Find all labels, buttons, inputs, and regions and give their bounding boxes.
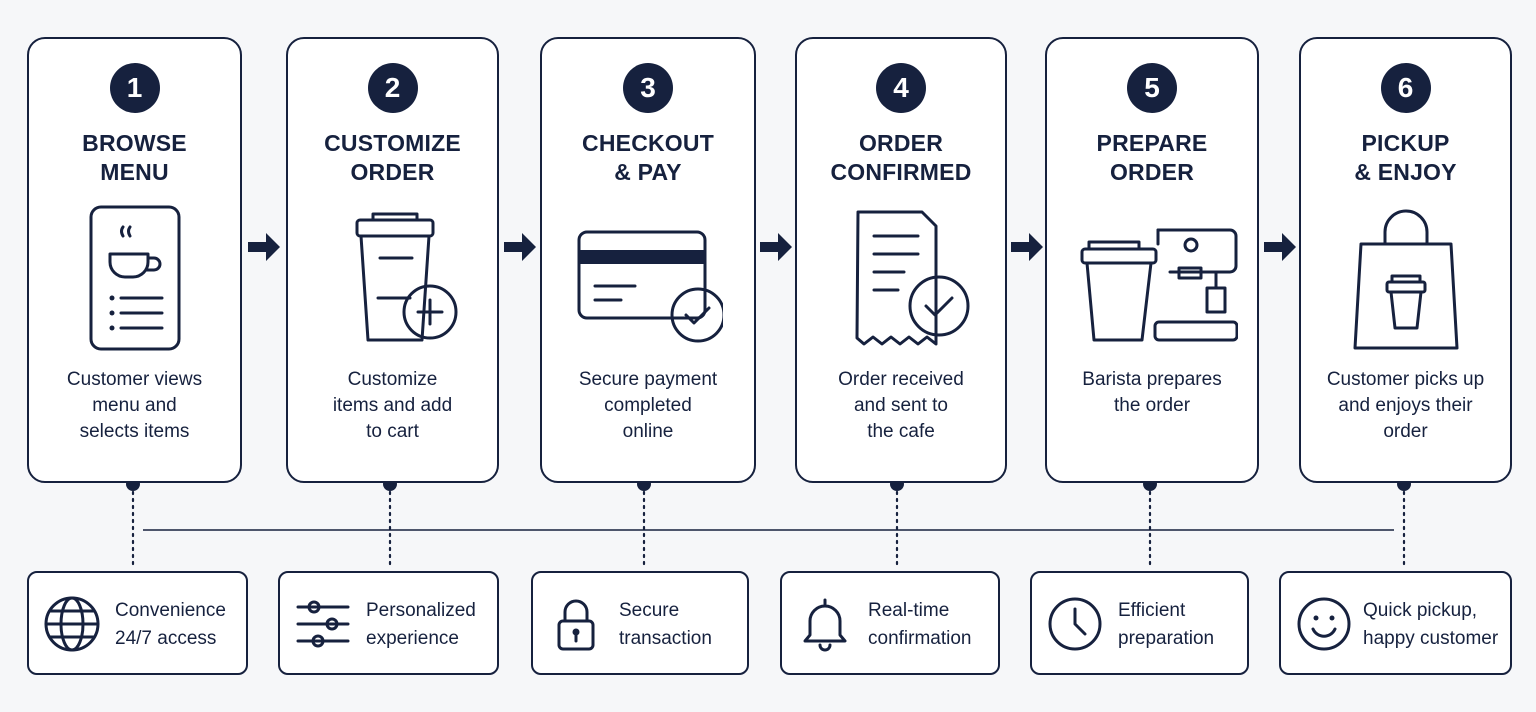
step-title: CHECKOUT& PAY bbox=[582, 130, 714, 185]
arrow-right-icon bbox=[760, 233, 792, 261]
step-number-badge: 5 bbox=[1127, 63, 1177, 113]
clock-icon bbox=[1048, 597, 1102, 651]
phone-menu-icon bbox=[89, 205, 180, 351]
credit-card-check-icon bbox=[577, 230, 723, 343]
arrow-right-icon bbox=[1264, 233, 1296, 261]
benefit-card-quick-pickup: Quick pickup,happy customer bbox=[1279, 571, 1512, 675]
arrow-right-icon bbox=[1011, 233, 1043, 261]
arrow-right-icon bbox=[504, 233, 536, 261]
arrow-right-icon bbox=[248, 233, 280, 261]
sliders-icon bbox=[296, 600, 350, 648]
step-number-badge: 6 bbox=[1380, 63, 1431, 113]
globe-icon bbox=[44, 596, 100, 652]
smiley-icon bbox=[1297, 597, 1351, 651]
step-number-badge: 2 bbox=[367, 63, 418, 113]
step-title: PICKUP& ENJOY bbox=[1354, 130, 1457, 185]
step-number-badge: 4 bbox=[876, 63, 926, 113]
shopping-bag-icon bbox=[1353, 209, 1458, 350]
receipt-check-icon bbox=[855, 210, 970, 346]
benefit-text: Quick pickup,happy customer bbox=[1363, 600, 1499, 649]
espresso-machine-icon bbox=[1080, 228, 1238, 342]
step-number-badge: 1 bbox=[109, 63, 160, 113]
bell-icon bbox=[803, 598, 847, 652]
padlock-icon bbox=[557, 599, 595, 651]
step-number-badge: 3 bbox=[623, 63, 673, 113]
cup-add-icon bbox=[355, 212, 457, 342]
